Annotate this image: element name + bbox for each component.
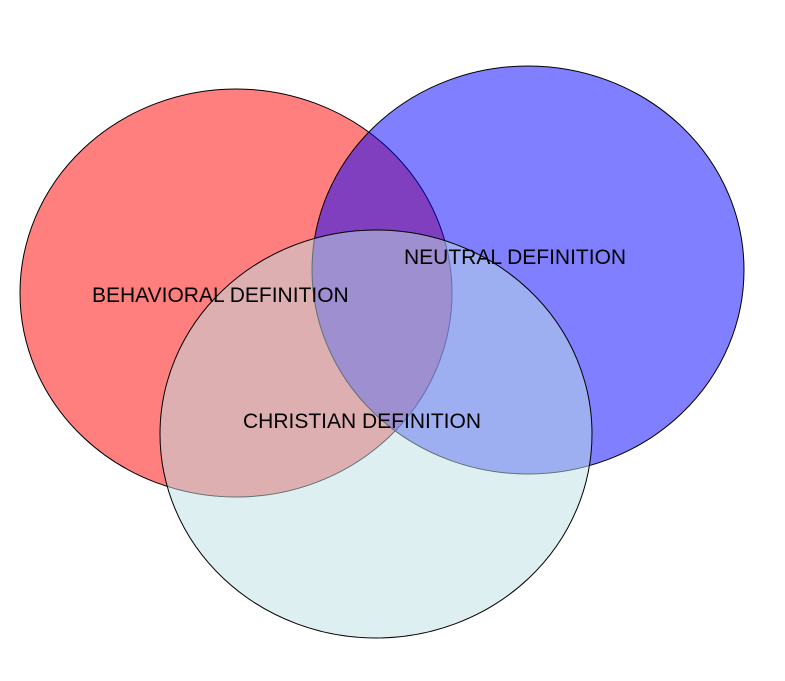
christian-definition-label: CHRISTIAN DEFINITION bbox=[243, 410, 481, 433]
venn-circles bbox=[19, 65, 745, 639]
behavioral-definition-label: BEHAVIORAL DEFINITION bbox=[92, 284, 349, 307]
venn-labels: BEHAVIORAL DEFINITION NEUTRAL DEFINITION… bbox=[92, 246, 626, 433]
neutral-definition-label: NEUTRAL DEFINITION bbox=[404, 246, 626, 269]
christian-definition-circle bbox=[159, 229, 593, 639]
